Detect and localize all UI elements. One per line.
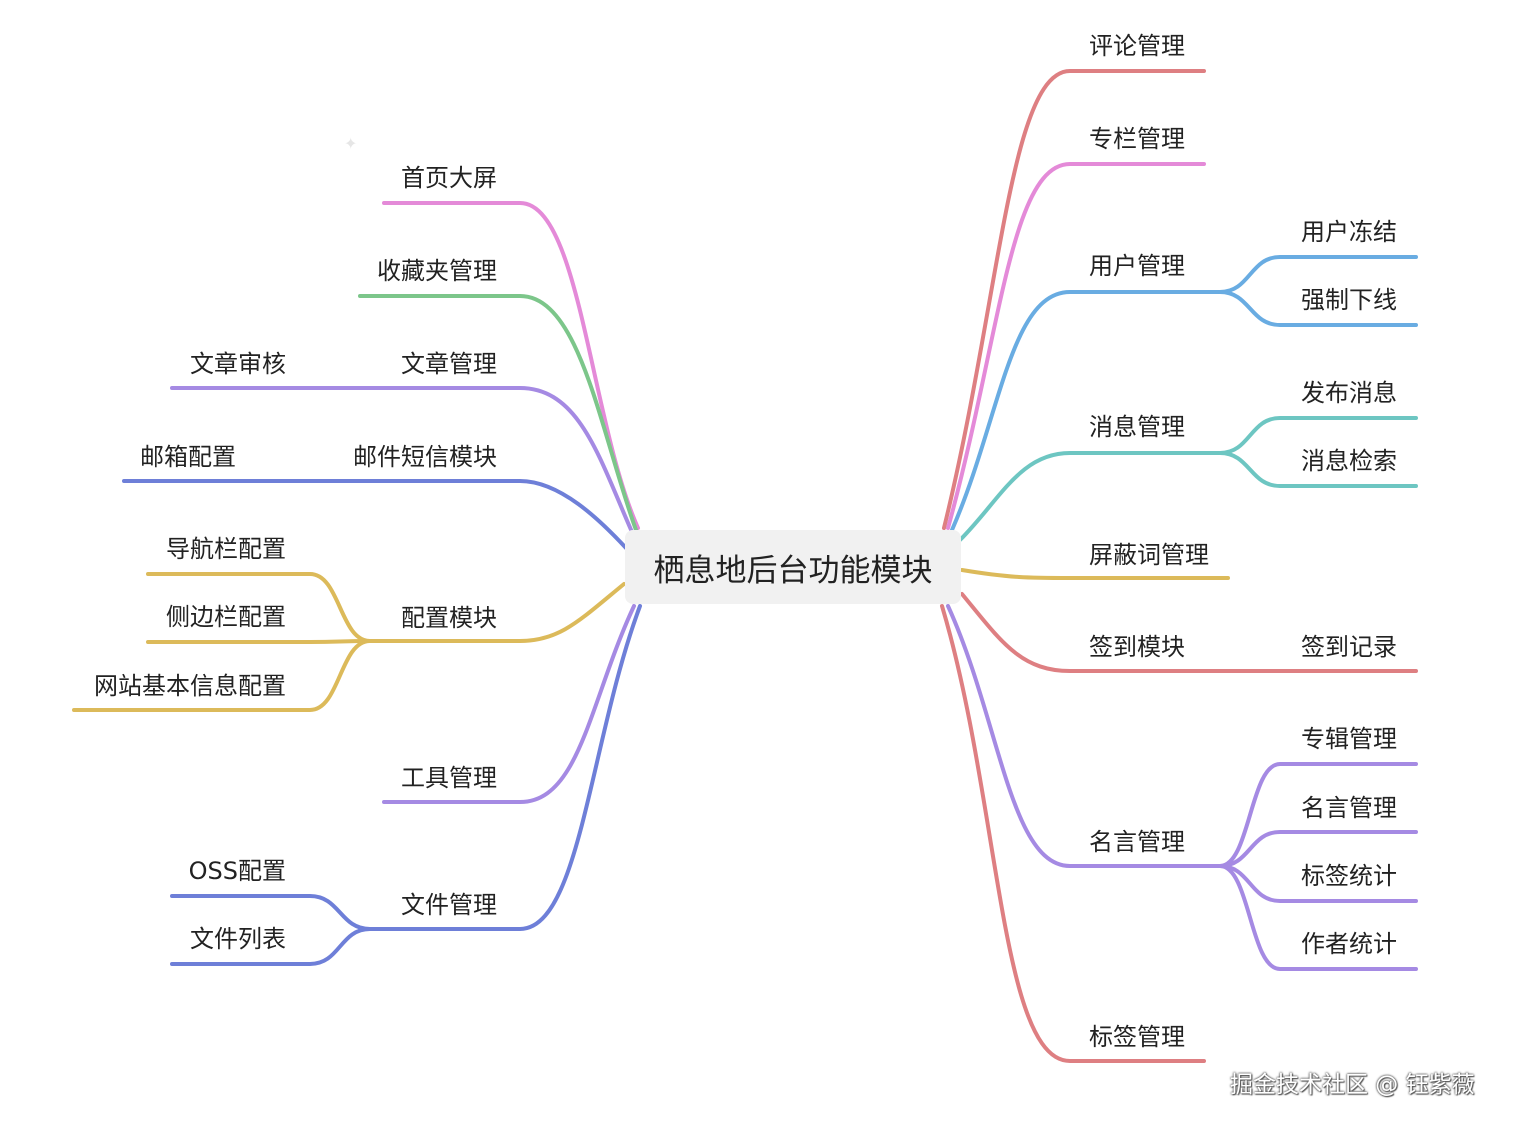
branch-quotes[interactable]: 名言管理 <box>1089 828 1185 856</box>
connector-tags <box>940 604 1206 1063</box>
connector-mail <box>122 479 628 550</box>
watermark: 掘金技术社区 @ 钰紫薇 <box>1230 1072 1475 1098</box>
leaf-sidebar-config[interactable]: 侧边栏配置 <box>166 603 286 631</box>
connector-article <box>170 386 634 534</box>
connector-message-search <box>1218 451 1418 488</box>
center-topic[interactable]: 栖息地后台功能模块 <box>625 530 961 604</box>
leaf-album-manage[interactable]: 专辑管理 <box>1301 725 1397 753</box>
connector-messages <box>958 451 1222 542</box>
connector-signin <box>960 592 1418 673</box>
branch-messages[interactable]: 消息管理 <box>1089 413 1185 441</box>
branch-files[interactable]: 文件管理 <box>401 891 497 919</box>
connector-files <box>368 604 642 931</box>
leaf-oss-config[interactable]: OSS配置 <box>188 857 286 885</box>
connector-user-freeze <box>1218 255 1418 294</box>
sparkle-icon: ✦ <box>344 134 358 153</box>
leaf-signin-records[interactable]: 签到记录 <box>1301 633 1397 661</box>
branch-users[interactable]: 用户管理 <box>1089 252 1185 280</box>
leaf-site-info-config[interactable]: 网站基本信息配置 <box>94 672 286 700</box>
branch-mail[interactable]: 邮件短信模块 <box>353 443 497 471</box>
connector-config <box>368 582 626 643</box>
branch-favorites[interactable]: 收藏夹管理 <box>377 257 497 285</box>
connector-quote-manage <box>1218 830 1418 868</box>
leaf-user-freeze[interactable]: 用户冻结 <box>1301 218 1397 246</box>
leaf-publish-message[interactable]: 发布消息 <box>1301 379 1397 407</box>
connector-quotes <box>946 604 1222 868</box>
branch-signin[interactable]: 签到模块 <box>1089 633 1185 661</box>
leaf-force-logout[interactable]: 强制下线 <box>1301 286 1397 314</box>
leaf-file-list[interactable]: 文件列表 <box>190 925 286 953</box>
branch-columns[interactable]: 专栏管理 <box>1089 125 1185 153</box>
branch-home[interactable]: 首页大屏 <box>401 164 497 192</box>
leaf-tag-stats[interactable]: 标签统计 <box>1301 862 1397 890</box>
connector-comments <box>942 69 1206 530</box>
connector-force-logout <box>1218 290 1418 327</box>
connector-users <box>950 290 1222 532</box>
connector-publish-message <box>1218 416 1418 455</box>
leaf-message-search[interactable]: 消息检索 <box>1301 447 1397 475</box>
connector-nav-config <box>146 572 372 643</box>
branch-blockwords[interactable]: 屏蔽词管理 <box>1089 541 1209 569</box>
connector-file-list <box>170 927 372 966</box>
leaf-author-stats[interactable]: 作者统计 <box>1301 930 1397 958</box>
connector-oss-config <box>170 894 372 931</box>
leaf-mailbox-config[interactable]: 邮箱配置 <box>140 443 236 471</box>
branch-tools[interactable]: 工具管理 <box>401 764 497 792</box>
connector-author-stats <box>1218 864 1418 971</box>
connector-favorites <box>358 294 638 532</box>
leaf-article-review[interactable]: 文章审核 <box>190 350 286 378</box>
connector-blockwords <box>960 568 1230 580</box>
connector-album-manage <box>1218 762 1418 868</box>
branch-tags[interactable]: 标签管理 <box>1089 1023 1185 1051</box>
connector-sidebar-config <box>146 639 372 644</box>
branch-comments[interactable]: 评论管理 <box>1089 32 1185 60</box>
connector-site-info-config <box>72 639 372 712</box>
branch-config[interactable]: 配置模块 <box>401 604 497 632</box>
connector-columns <box>946 162 1206 530</box>
leaf-nav-config[interactable]: 导航栏配置 <box>166 535 286 563</box>
leaf-quote-manage[interactable]: 名言管理 <box>1301 794 1397 822</box>
branch-article[interactable]: 文章管理 <box>401 350 497 378</box>
connector-tools <box>382 604 636 804</box>
